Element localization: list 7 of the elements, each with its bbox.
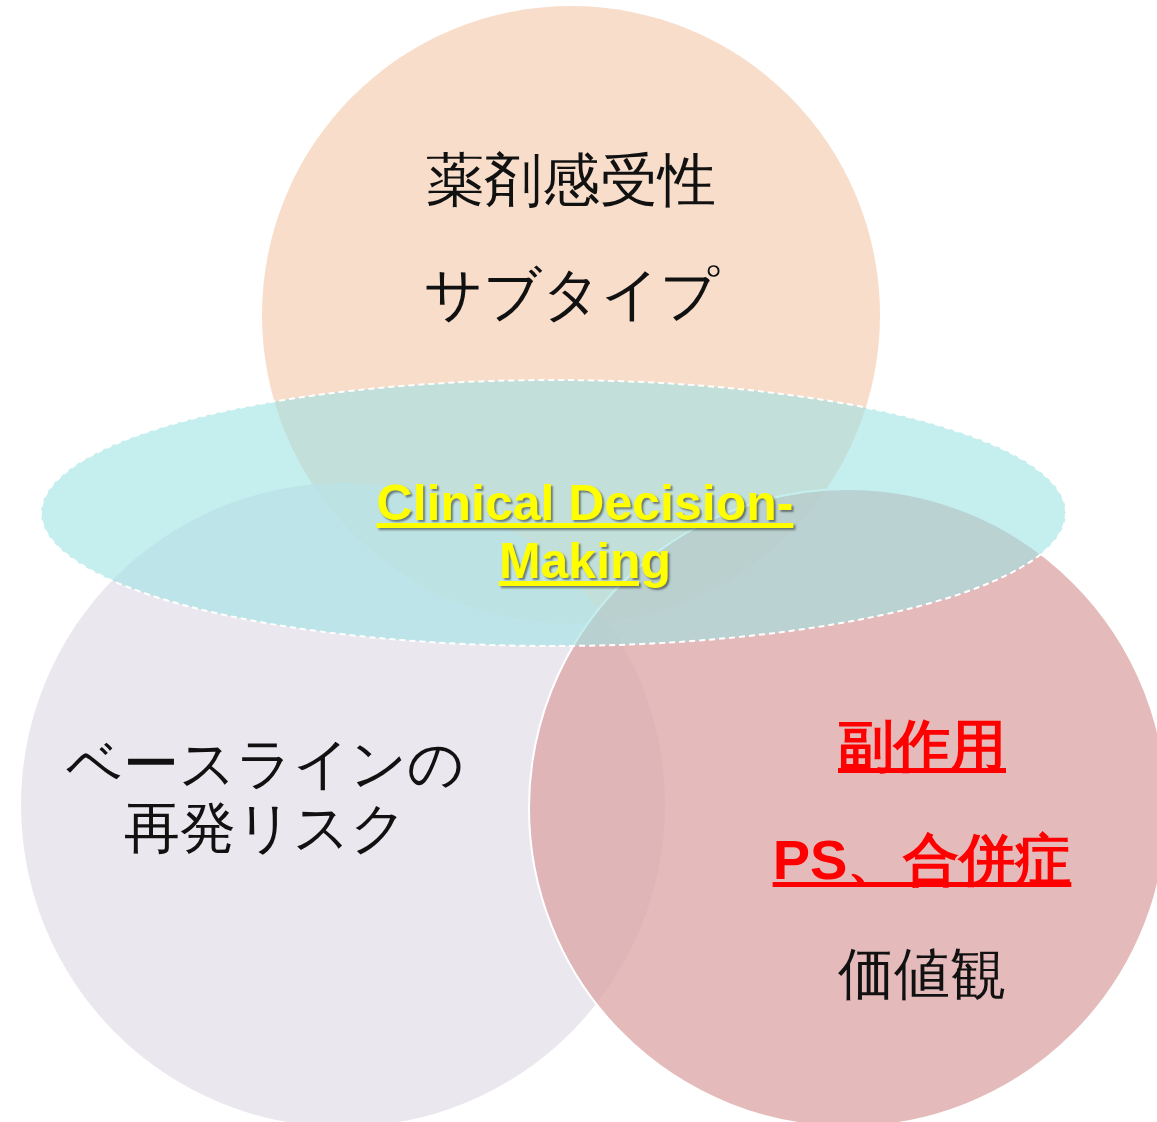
- center-label: Clinical Decision-Making: [375, 475, 795, 590]
- highlight-text: 副作用: [837, 714, 1007, 779]
- node-text: 薬剤感受性: [425, 147, 717, 214]
- node-text: ベースラインの再発リスク: [65, 732, 465, 861]
- node-text: サブタイプ: [422, 261, 721, 328]
- node-text: 価値観: [837, 942, 1007, 1007]
- highlight-text: PS、合併症: [771, 828, 1073, 893]
